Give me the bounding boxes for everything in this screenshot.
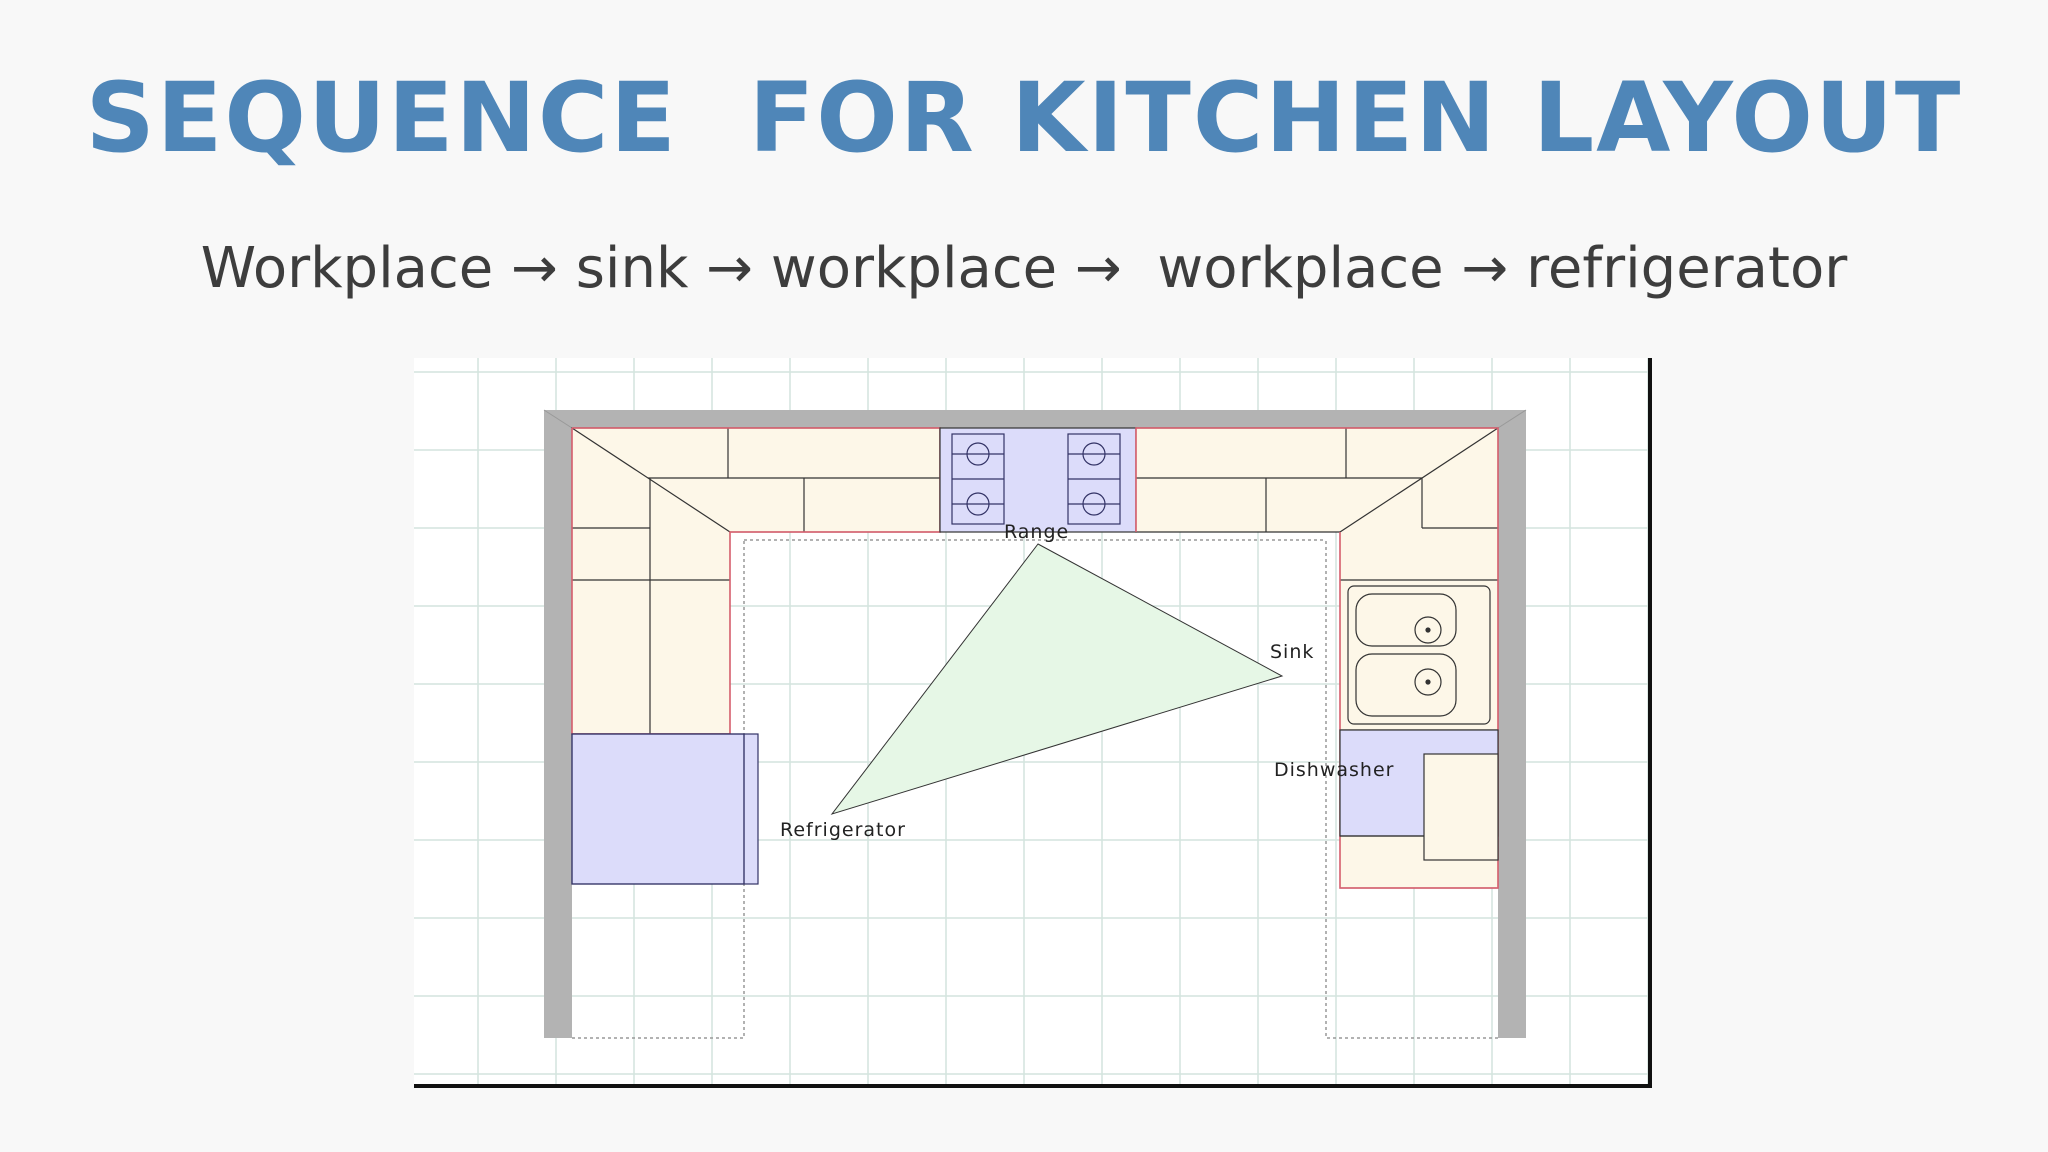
range-appliance [939, 427, 1137, 533]
dishwasher-appliance [1339, 729, 1499, 861]
range-label: Range [1004, 521, 1069, 543]
sink-fixture [1347, 585, 1491, 725]
walls [543, 409, 1527, 1038]
refrigerator-appliance [571, 733, 759, 885]
refrigerator-label: Refrigerator [780, 819, 906, 841]
slide-title: SEQUENCE FOR KITCHEN LAYOUT [85, 62, 1963, 174]
sink-label: Sink [1270, 641, 1314, 663]
kitchen-floor-plan: Range Sink Dishwasher Refrigerator [414, 358, 1654, 1090]
dishwasher-label: Dishwasher [1274, 759, 1394, 781]
sequence-subtitle: Workplace → sink → workplace → workplace… [200, 236, 1848, 301]
work-triangle [830, 543, 1284, 815]
